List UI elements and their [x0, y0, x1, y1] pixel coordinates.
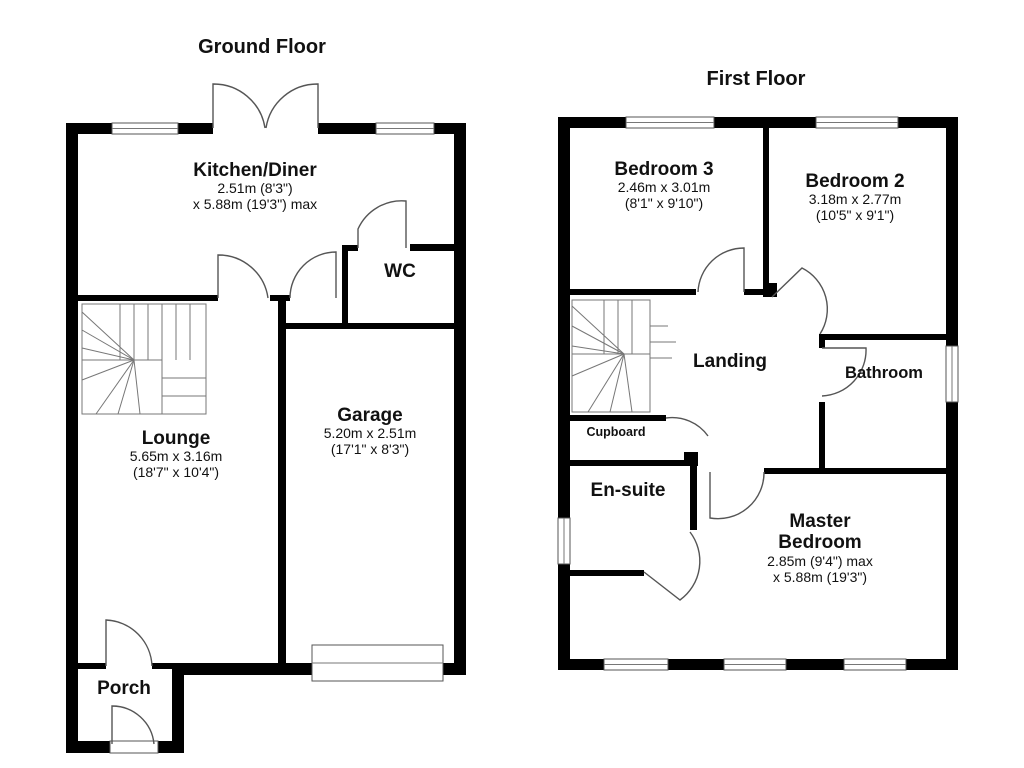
first-floor-internal-walls [570, 128, 946, 576]
bathroom-label: Bathroom [845, 364, 923, 382]
room-dimension: (17'1" x 8'3") [331, 441, 409, 457]
room-name: Bedroom 3 [614, 159, 713, 180]
room-dimension: 5.65m x 3.16m [130, 448, 223, 464]
ground-floor-doors [105, 200, 407, 745]
room-dimension: 3.18m x 2.77m [809, 191, 902, 207]
bathroom-door [821, 347, 867, 397]
room-dimension: x 5.88m (19'3") max [193, 196, 317, 212]
porch-front-door [109, 740, 159, 754]
wc-label: WC [384, 261, 416, 282]
room-name: Bedroom [778, 532, 861, 553]
front-door [111, 705, 155, 745]
wc-door [357, 200, 407, 248]
french-doors [212, 83, 319, 129]
ensuite-label: En-suite [591, 480, 666, 501]
cupboard-label: Cupboard [586, 425, 645, 439]
ground-floor-outer-walls [66, 123, 466, 753]
room-name: Master [789, 511, 851, 532]
room-name: Garage [337, 405, 402, 426]
first-floor-title: First Floor [707, 68, 806, 90]
room-dimension: 2.46m x 3.01m [618, 179, 711, 195]
bedroom2-door [771, 267, 829, 335]
room-dimension: (8'1" x 9'10") [625, 195, 703, 211]
ensuite-door [643, 531, 701, 601]
porch-door [105, 619, 153, 667]
master-bedroom-door [709, 471, 765, 520]
first-floor-stairs [571, 299, 676, 413]
ground-floor-title: Ground Floor [198, 36, 326, 58]
master-bedroom-label: Master Bedroom 2.85m (9'4") max x 5.88m … [767, 511, 873, 585]
garage-label: Garage 5.20m x 2.51m (17'1" x 8'3") [324, 405, 417, 457]
porch-label: Porch [97, 678, 151, 699]
garage-door-internal [289, 251, 337, 299]
first-floor-plan: First Floor [557, 68, 959, 671]
ground-floor-stairs [81, 303, 207, 415]
ground-floor-internal-walls [78, 244, 466, 675]
kitchen-diner-label: Kitchen/Diner 2.51m (8'3") x 5.88m (19'3… [193, 160, 318, 212]
cupboard-door [665, 416, 709, 437]
room-name: Bedroom 2 [805, 171, 904, 192]
bedroom2-label: Bedroom 2 3.18m x 2.77m (10'5" x 9'1") [805, 171, 904, 223]
bedroom3-label: Bedroom 3 2.46m x 3.01m (8'1" x 9'10") [614, 159, 713, 211]
room-name: Lounge [142, 428, 211, 449]
room-dimension: 2.51m (8'3") [217, 180, 292, 196]
room-dimension: (10'5" x 9'1") [816, 207, 894, 223]
lounge-label: Lounge 5.65m x 3.16m (18'7" x 10'4") [130, 428, 223, 480]
room-dimension: 5.20m x 2.51m [324, 425, 417, 441]
room-dimension: 2.85m (9'4") max [767, 553, 873, 569]
first-floor-doors [643, 247, 867, 601]
room-name: Kitchen/Diner [193, 160, 317, 181]
ground-floor-plan: Ground Floor [66, 36, 466, 754]
ground-floor-windows [109, 122, 444, 754]
first-floor-windows [557, 116, 959, 671]
room-dimension: (18'7" x 10'4") [133, 464, 219, 480]
landing-label: Landing [693, 351, 767, 372]
bedroom3-door [697, 247, 745, 293]
room-dimension: x 5.88m (19'3") [773, 569, 867, 585]
lounge-kitchen-door [217, 254, 269, 299]
